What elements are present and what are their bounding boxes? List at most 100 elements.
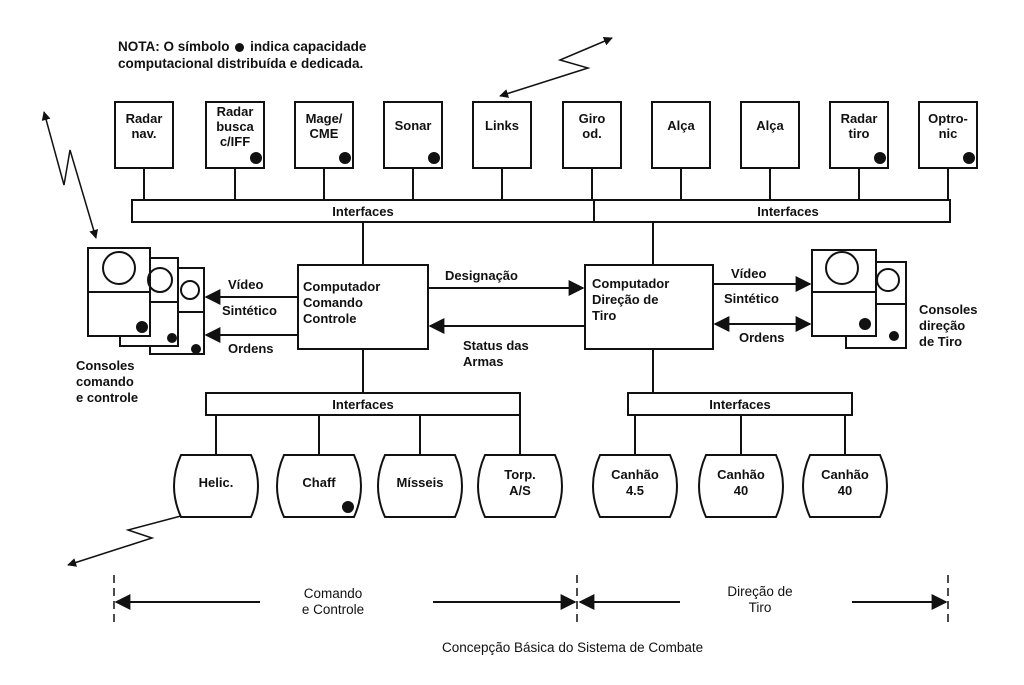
sensor-label: Alça [667, 118, 695, 133]
weapon-box [377, 454, 463, 518]
sensor-label: Optro- [928, 111, 968, 126]
sensor-label: CME [310, 126, 339, 141]
weapon-1: Chaff [276, 415, 362, 518]
note-part2: indica capacidade computacional distribu… [118, 39, 367, 71]
sensor-box [740, 101, 800, 169]
radio-link-bottom [67, 509, 197, 567]
designacao-label: Designação [445, 268, 518, 283]
weapon-box [592, 454, 678, 518]
sensor-label: tiro [849, 126, 870, 141]
sensor-6: Alça [651, 101, 711, 200]
processing-dot-icon [235, 42, 245, 52]
section-dt-line1: Direção de [727, 584, 792, 599]
weapon-0: Helic. [173, 415, 259, 518]
sensor-label: nic [939, 126, 958, 141]
status-label-1: Status das [463, 338, 529, 353]
sensor-box [114, 101, 174, 169]
sensor-label: Giro [579, 111, 606, 126]
weapon-label: 40 [838, 483, 852, 498]
dt-ordens-label: Ordens [739, 330, 785, 345]
sensor-9: Optro-nic [918, 101, 978, 200]
sensor-label: Mage/ [306, 111, 343, 126]
consoles-dt-label-2: direção [919, 318, 965, 333]
processing-dot-icon [250, 152, 262, 164]
processing-dot-icon [342, 501, 354, 513]
radio-link-left [41, 111, 99, 239]
sensor-box [562, 101, 622, 169]
computer-cc-line2: Comando [303, 295, 363, 310]
section-cc-line1: Comando [304, 586, 363, 601]
note-part1: O símbolo [163, 39, 230, 54]
section-cc-line2: e Controle [302, 602, 364, 617]
sensor-label: Alça [756, 118, 784, 133]
weapon-label: Chaff [302, 475, 336, 490]
cc-sintetico-label: Sintético [222, 303, 277, 318]
interfaces-label-top-left: Interfaces [332, 204, 393, 219]
section-markers [113, 575, 949, 625]
interfaces-label-bottom-right: Interfaces [709, 397, 770, 412]
computer-dt-line3: Tiro [592, 308, 616, 323]
weapon-label: A/S [509, 483, 531, 498]
consoles-direcao-tiro [811, 249, 907, 349]
sensor-4: Links [472, 101, 532, 200]
consoles-cc-label-1: Consoles [76, 358, 135, 373]
consoles-cc-label-2: comando [76, 374, 134, 389]
dt-sintetico-label: Sintético [724, 291, 779, 306]
weapon-box [173, 454, 259, 518]
consoles-dt-label-1: Consoles [919, 302, 978, 317]
weapon-label: 40 [734, 483, 748, 498]
computer-direcao-tiro [584, 264, 714, 350]
sensor-box [472, 101, 532, 169]
radio-link-top [499, 37, 613, 98]
note-text: NOTA: O símbolo indica capacidade comput… [118, 38, 438, 72]
sensor-box [829, 101, 889, 169]
computer-comando-controle [297, 264, 429, 350]
weapon-box [802, 454, 888, 518]
weapon-label: Mísseis [397, 475, 444, 490]
sensor-label: Links [485, 118, 519, 133]
section-dt-line2: Tiro [749, 600, 772, 615]
weapon-box [698, 454, 784, 518]
weapon-3: Torp.A/S [477, 415, 563, 518]
processing-dot-icon [874, 152, 886, 164]
computer-cc-line3: Controle [303, 311, 356, 326]
computer-dt-line2: Direção de [592, 292, 658, 307]
weapon-label: Helic. [199, 475, 234, 490]
interfaces-bar-top-right [593, 199, 951, 223]
sensor-label: c/IFF [220, 134, 250, 149]
computer-dt-line1: Computador [592, 276, 669, 291]
consoles-cc-label-3: e controle [76, 390, 138, 405]
consoles-dt-label-3: de Tiro [919, 334, 962, 349]
sensor-7: Alça [740, 101, 800, 200]
sensor-label: Radar [217, 104, 254, 119]
weapon-label: Canhão [611, 467, 659, 482]
interfaces-bar-bottom-left [205, 392, 521, 416]
sensor-3: Sonar [383, 101, 443, 200]
status-label-2: Armas [463, 354, 503, 369]
weapon-label: Canhão [717, 467, 765, 482]
sensor-label: Sonar [395, 118, 432, 133]
processing-dot-icon [428, 152, 440, 164]
weapon-box [276, 454, 362, 518]
processing-dot-icon [339, 152, 351, 164]
sensor-2: Mage/CME [294, 101, 354, 200]
cc-ordens-label: Ordens [228, 341, 274, 356]
weapon-2: Mísseis [377, 415, 463, 518]
sensor-label: nav. [131, 126, 156, 141]
dt-video-label: Vídeo [731, 266, 766, 281]
sensor-box [651, 101, 711, 169]
sensor-label: Radar [841, 111, 878, 126]
sensor-label: od. [582, 126, 602, 141]
processing-dot-icon [963, 152, 975, 164]
cc-video-label: Vídeo [228, 277, 263, 292]
diagram-caption: Concepção Básica do Sistema de Combate [442, 640, 703, 655]
computer-cc-line1: Computador [303, 279, 380, 294]
